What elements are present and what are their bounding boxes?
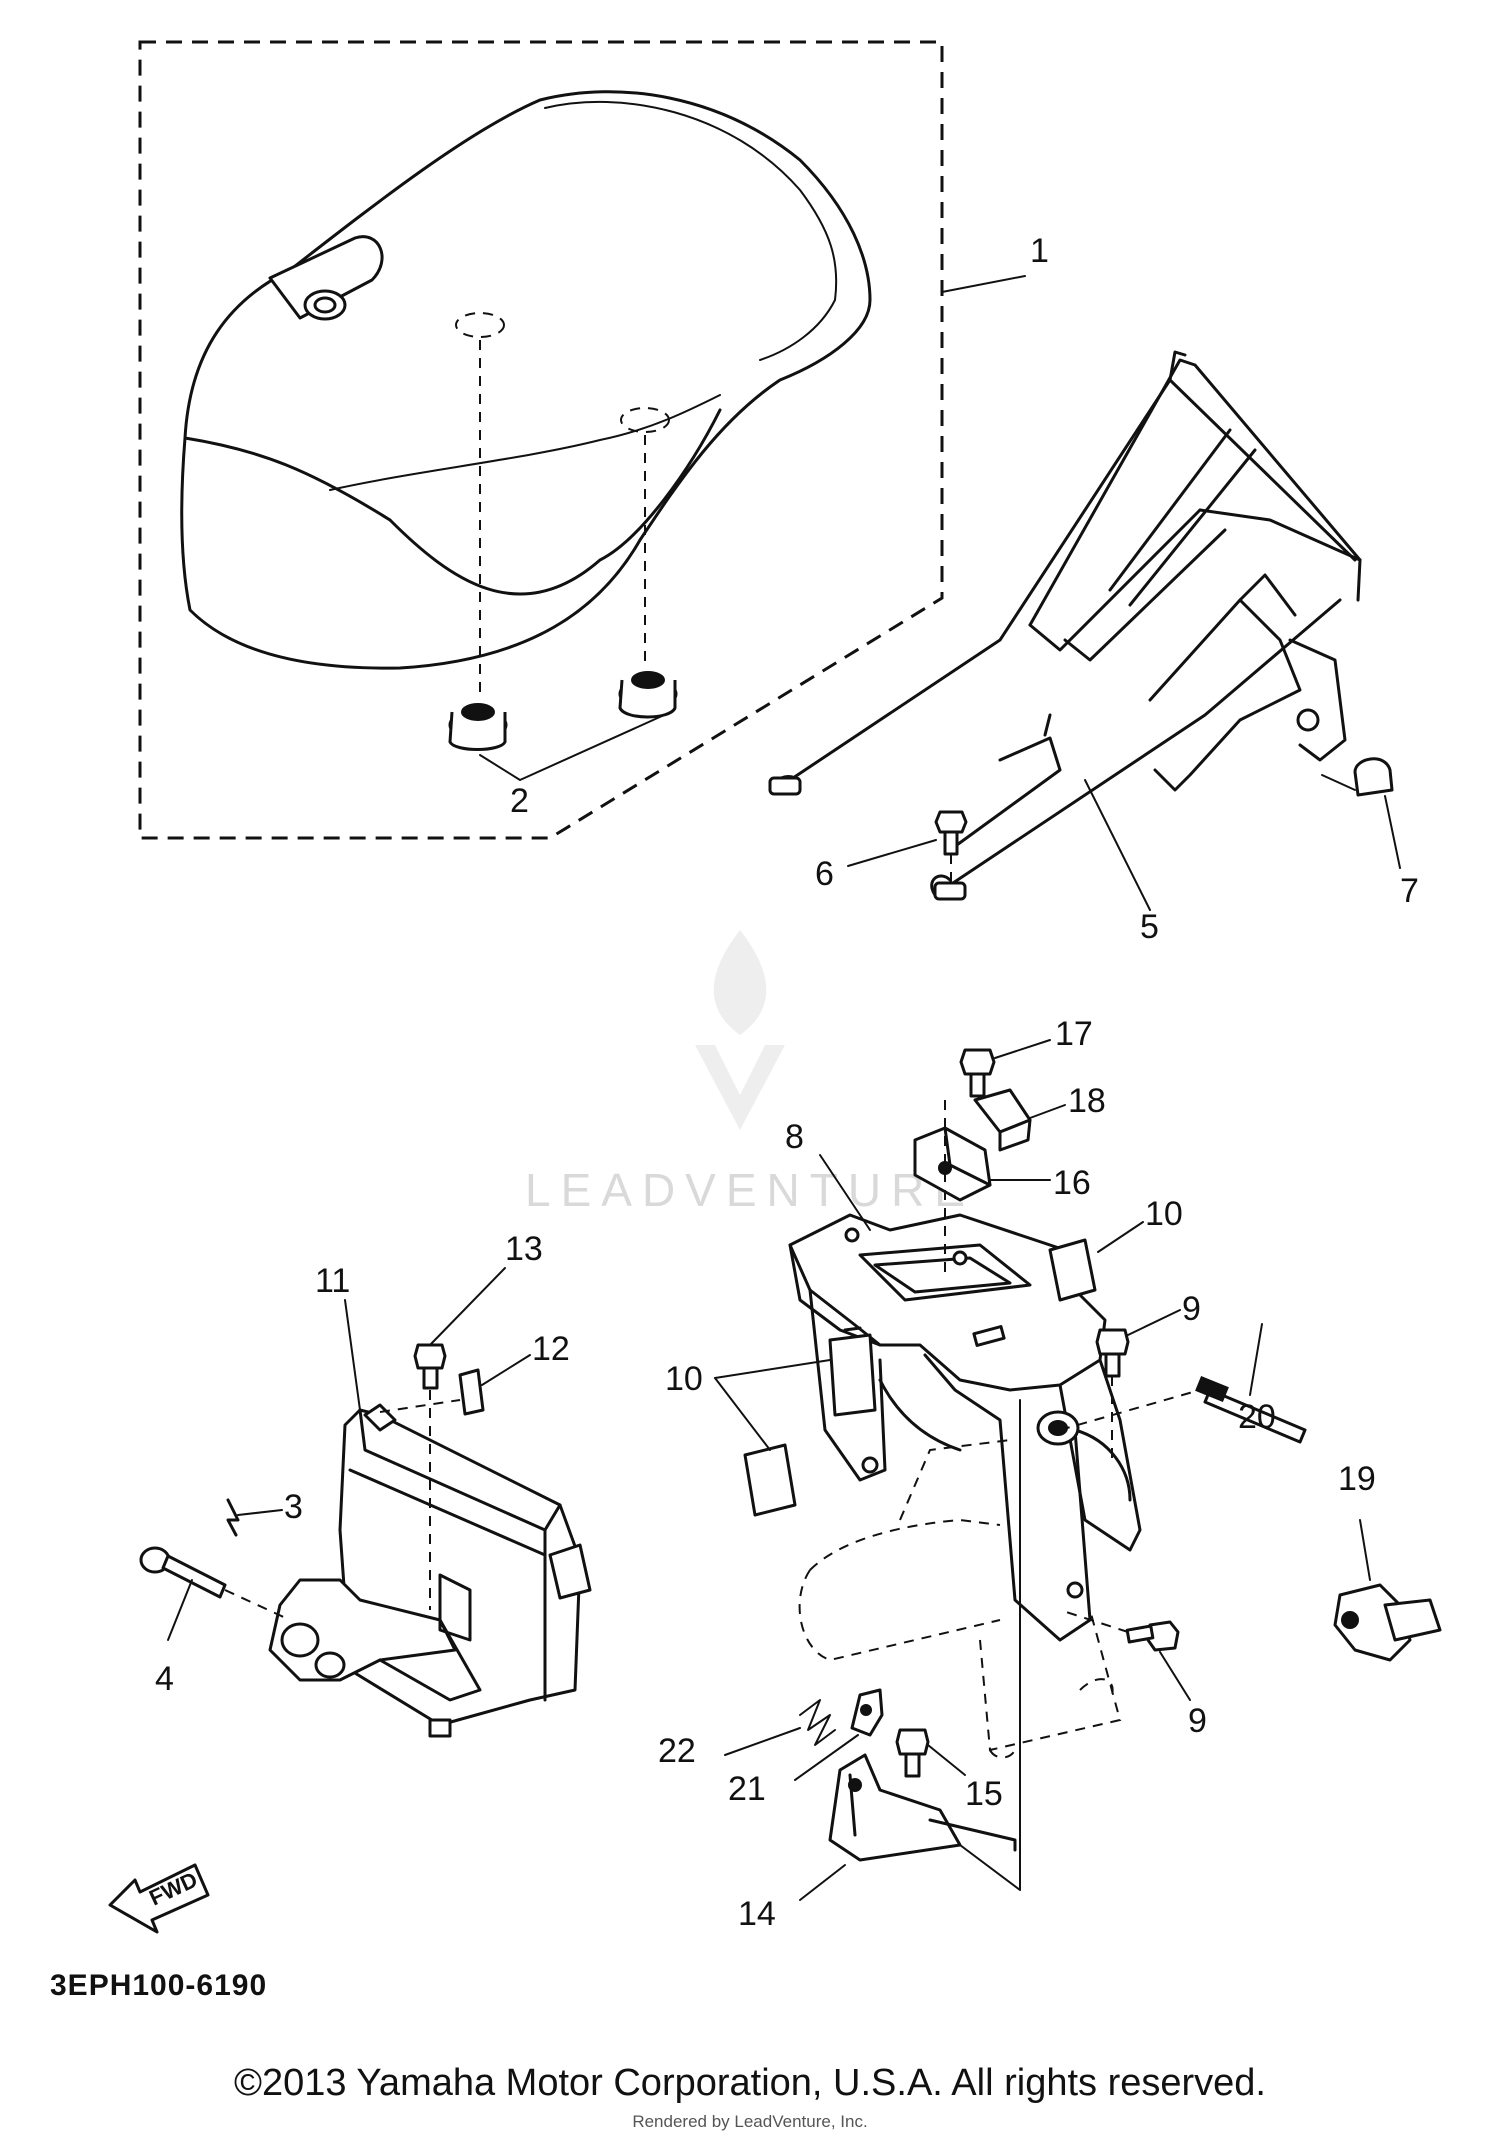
holder-long-bolt	[139, 1546, 227, 1599]
bolt-lower-right	[1059, 1609, 1180, 1652]
upper-bolt	[944, 1048, 996, 1280]
watermark-logo-icon	[695, 930, 785, 1130]
callout-19: 19	[1338, 1460, 1376, 1498]
bolt-upper-right	[1095, 1328, 1130, 1460]
frame-section	[798, 1439, 1122, 1759]
callout-21: 21	[728, 1770, 766, 1808]
holder-pad	[458, 1368, 485, 1416]
diagram-code: 3EPH100-6190	[50, 1969, 267, 2002]
seat	[180, 90, 872, 670]
key-switch	[1333, 1583, 1442, 1662]
acorn-nut	[1353, 757, 1394, 797]
callout-16: 16	[1053, 1164, 1091, 1202]
fwd-arrow-icon	[108, 1863, 210, 1934]
callout-6: 6	[815, 855, 834, 893]
callout-13: 13	[505, 1230, 543, 1268]
pad-lower-left	[743, 1443, 797, 1517]
seat-damper-right	[618, 671, 678, 719]
callout-10-lower: 10	[665, 1360, 703, 1398]
lever	[850, 1688, 884, 1737]
carrier-bolt	[934, 810, 968, 885]
rubber-damper	[973, 1088, 1032, 1152]
callout-15: 15	[965, 1775, 1003, 1813]
lower-bracket	[828, 1753, 1017, 1862]
rod	[1059, 1375, 1307, 1444]
copyright-notice: ©2013 Yamaha Motor Corporation, U.S.A. A…	[234, 2062, 1266, 2104]
seat-damper-left	[448, 703, 508, 751]
pad-middle	[828, 1326, 877, 1417]
callout-12: 12	[532, 1330, 570, 1368]
callout-3: 3	[284, 1488, 303, 1526]
battery-box-bracket	[788, 1213, 1142, 1642]
callout-2: 2	[510, 782, 529, 820]
rear-carrier	[768, 350, 1362, 901]
callout-17: 17	[1055, 1015, 1093, 1053]
callout-10-upper: 10	[1145, 1195, 1183, 1233]
spring	[799, 1699, 836, 1746]
holder-pin	[226, 1498, 240, 1537]
callout-7: 7	[1400, 872, 1419, 910]
callout-4: 4	[155, 1660, 174, 1698]
rendered-by-notice: Rendered by LeadVenture, Inc.	[632, 2112, 868, 2131]
callout-5: 5	[1140, 908, 1159, 946]
callout-20: 20	[1238, 1398, 1276, 1436]
callout-8: 8	[785, 1118, 804, 1156]
pad-upper-right	[1048, 1238, 1097, 1302]
callout-1: 1	[1030, 232, 1049, 270]
callout-9-lower: 9	[1188, 1702, 1207, 1740]
lower-bolt	[895, 1728, 930, 1778]
callout-22: 22	[658, 1732, 696, 1770]
callout-9-upper: 9	[1182, 1290, 1201, 1328]
watermark-text: LEADVENTURE	[525, 1164, 975, 1216]
callout-18: 18	[1068, 1082, 1106, 1120]
battery-holder	[268, 1403, 592, 1738]
seat-assembly-boundary	[138, 40, 944, 840]
callout-11: 11	[315, 1262, 350, 1300]
callout-14: 14	[738, 1895, 776, 1933]
holder-bolt	[413, 1343, 447, 1610]
seat-mount-holes	[455, 312, 670, 695]
